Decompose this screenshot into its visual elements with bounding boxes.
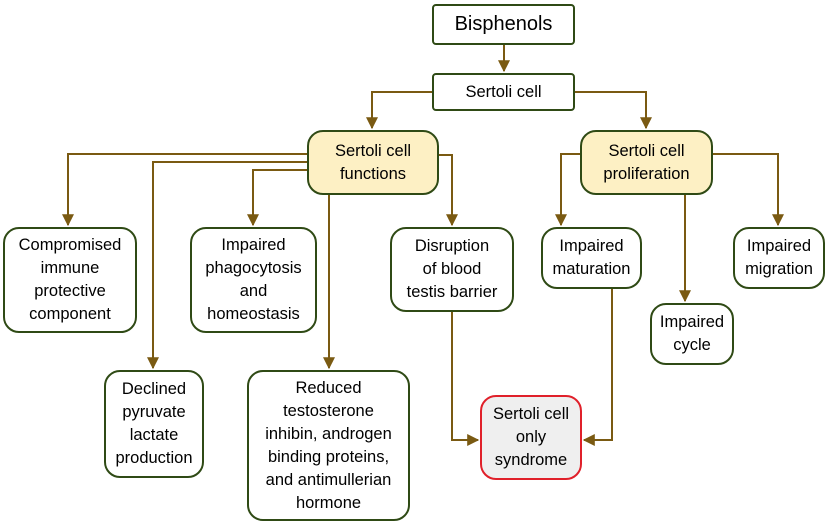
node-sertoli-cell-only-syndrome: Sertoli cell only syndrome [480, 395, 582, 480]
node-impaired-phagocytosis: Impaired phagocytosis and homeostasis [190, 227, 317, 333]
edge-maturation-to-syndrome [582, 289, 613, 446]
node-text-line: only [515, 428, 547, 446]
edge-sertoli-to-functions [366, 91, 432, 130]
node-text-line: maturation [552, 260, 631, 278]
node-text-line: immune [40, 259, 100, 277]
node-text-line: of blood [422, 260, 482, 278]
node-bisphenols: Bisphenols [432, 4, 575, 45]
node-reduced-testosterone: Reduced testosterone inhibin, androgen bind… [247, 370, 410, 521]
edge-proliferation-to-maturation [555, 153, 580, 227]
node-text-line: Sertoli cell [608, 141, 685, 160]
node-text-line: Declined [121, 380, 187, 398]
node-text-line: hormone [295, 493, 362, 512]
node-sertoli-cell: Sertoli cell [432, 73, 575, 111]
node-text-line: Impaired [746, 237, 812, 255]
node-text-line: Compromised [18, 236, 122, 254]
edge-proliferation-to-migration [713, 153, 784, 227]
node-text-line: cycle [673, 336, 711, 354]
node-impaired-migration: Impaired migration [733, 227, 825, 289]
node-text-line: Bisphenols [454, 13, 553, 35]
node-disruption-btb: Disruption of blood testis barrier [390, 227, 514, 312]
node-sertoli-cell-functions: Sertoli cell functions [307, 130, 439, 195]
node-text-line: protective [34, 282, 106, 300]
edge-functions-to-immune [62, 153, 307, 227]
node-text-line: Sertoli cell [492, 405, 570, 423]
node-compromised-immune: Compromised immune protective component [3, 227, 137, 333]
node-text-line: lactate [129, 426, 179, 444]
node-text-line: Sertoli cell [465, 82, 542, 101]
edge-functions-to-pyruvate [147, 161, 307, 370]
edge-sertoli-to-proliferation [575, 91, 652, 130]
node-text-line: pyruvate [122, 403, 186, 421]
node-text-line: phagocytosis [205, 259, 302, 277]
edge-btb-to-syndrome [451, 312, 480, 446]
node-text-line: functions [339, 164, 407, 183]
node-text-line: Impaired [559, 237, 624, 255]
node-text-line: binding proteins, [267, 447, 390, 466]
node-text-line: Impaired [659, 313, 725, 331]
edge-functions-to-phagocytosis [247, 169, 307, 227]
node-sertoli-cell-proliferation: Sertoli cell proliferation [580, 130, 713, 195]
node-text-line: and antimullerian [265, 470, 392, 489]
node-text-line: Reduced [295, 378, 362, 397]
node-text-line: testosterone [283, 401, 374, 420]
node-text-line: Sertoli cell [334, 141, 412, 160]
node-text-line: testis barrier [406, 283, 498, 301]
node-impaired-maturation: Impaired maturation [541, 227, 642, 289]
node-text-line: syndrome [494, 451, 568, 469]
node-text-line: component [29, 305, 111, 323]
edge-functions-to-btb [439, 154, 458, 227]
node-text-line: Impaired [221, 236, 286, 254]
node-declined-pyruvate: Declined pyruvate lactate production [104, 370, 204, 478]
node-text-line: and [239, 282, 268, 300]
node-text-line: migration [745, 260, 813, 278]
node-text-line: proliferation [603, 164, 690, 183]
node-text-line: Disruption [414, 237, 490, 255]
node-text-line: homeostasis [207, 305, 300, 323]
node-text-line: production [115, 449, 193, 467]
node-impaired-cycle: Impaired cycle [650, 303, 734, 365]
node-text-line: inhibin, androgen [265, 424, 392, 443]
